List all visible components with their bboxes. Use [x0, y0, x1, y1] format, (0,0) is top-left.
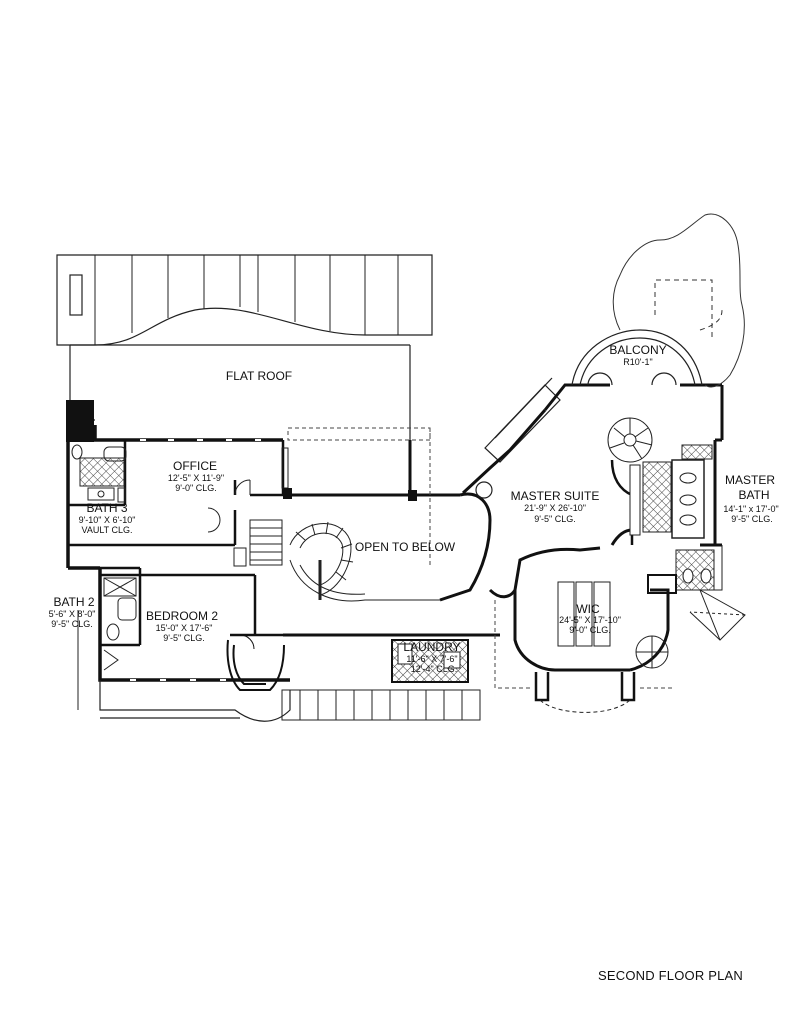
master-suite-size: 21'-9" X 26'-10": [524, 503, 586, 513]
office-name: OFFICE: [173, 459, 217, 473]
laundry-size: 11'-6" X 7'-6": [406, 654, 457, 664]
column-markers: [283, 488, 417, 501]
bedroom-bay: [226, 634, 285, 691]
wic-shelves: [534, 581, 669, 713]
master-suite-name: MASTER SUITE: [511, 489, 600, 503]
wic-clg: 9'-0" CLG.: [569, 625, 610, 635]
balcony: [571, 329, 703, 386]
garden-outline: [612, 213, 745, 388]
laundry-clg: 12'-4" CLG.: [411, 664, 457, 674]
bath2-clg: 9'-5" CLG.: [51, 619, 92, 629]
bedroom2-clg: 9'-5" CLG.: [163, 633, 204, 643]
tiled-roof-bottom: [77, 610, 481, 721]
plan-title: SECOND FLOOR PLAN: [598, 968, 743, 983]
bedroom2-name: BEDROOM 2: [146, 609, 218, 623]
master-bath-size: 14'-1" x 17'-0": [723, 504, 778, 514]
central-walls: [283, 440, 500, 637]
flat-roof-outline: [69, 344, 411, 440]
wic-name: WIC: [576, 602, 600, 616]
wic-dashed-outline: [494, 600, 675, 689]
interior-walls-left: [68, 440, 290, 647]
wall-dashes: [130, 439, 261, 681]
wic-walls: [513, 588, 670, 672]
wic-size: 24'-5" X 17'-10": [559, 615, 621, 625]
office-clg: 9'-0" CLG.: [175, 483, 216, 493]
balcony-radius: R10'-1": [623, 357, 652, 367]
bath3-name: BATH 3: [86, 501, 127, 515]
bath3-size: 9'-10" X 6'-10": [79, 515, 136, 525]
master-suite-walls: [488, 383, 724, 599]
laundry-name: LAUNDRY: [403, 640, 460, 654]
lower-balcony: [99, 680, 291, 722]
bath2-size: 5'-6" X 8'-0": [49, 609, 96, 619]
chimney: [66, 400, 94, 442]
office-stair: [233, 519, 283, 567]
master-bath-name-1: MASTER: [725, 473, 775, 487]
bath2-fixtures: [103, 577, 137, 671]
master-bath-name-2: BATH: [738, 488, 769, 502]
bath3-fixtures: [71, 444, 127, 503]
bedroom2-size: 15'-0" X 17'-6": [156, 623, 213, 633]
diagonal-roof-strip: [461, 377, 561, 499]
master-bath-fixtures: [629, 444, 715, 594]
tiled-roof-top: [56, 254, 433, 346]
master-bath-clg: 9'-5" CLG.: [731, 514, 772, 524]
bath3-clg: VAULT CLG.: [81, 525, 132, 535]
open-below-name: OPEN TO BELOW: [355, 540, 456, 554]
office-size: 12'-5" X 11'-9": [168, 473, 224, 483]
office-doors: [207, 447, 289, 533]
master-bath-exterior: [689, 545, 746, 641]
bath2-name: BATH 2: [53, 595, 94, 609]
flat-roof-label: FLAT ROOF: [226, 369, 292, 383]
spiral-stair: [289, 521, 440, 602]
master-suite-clg: 9'-5" CLG.: [534, 514, 575, 524]
room-labels: OFFICE 12'-5" X 11'-9" 9'-0" CLG. BATH 3…: [49, 343, 779, 674]
balcony-name: BALCONY: [609, 343, 666, 357]
central-dashed: [287, 427, 431, 565]
laundry-room: [391, 639, 469, 683]
